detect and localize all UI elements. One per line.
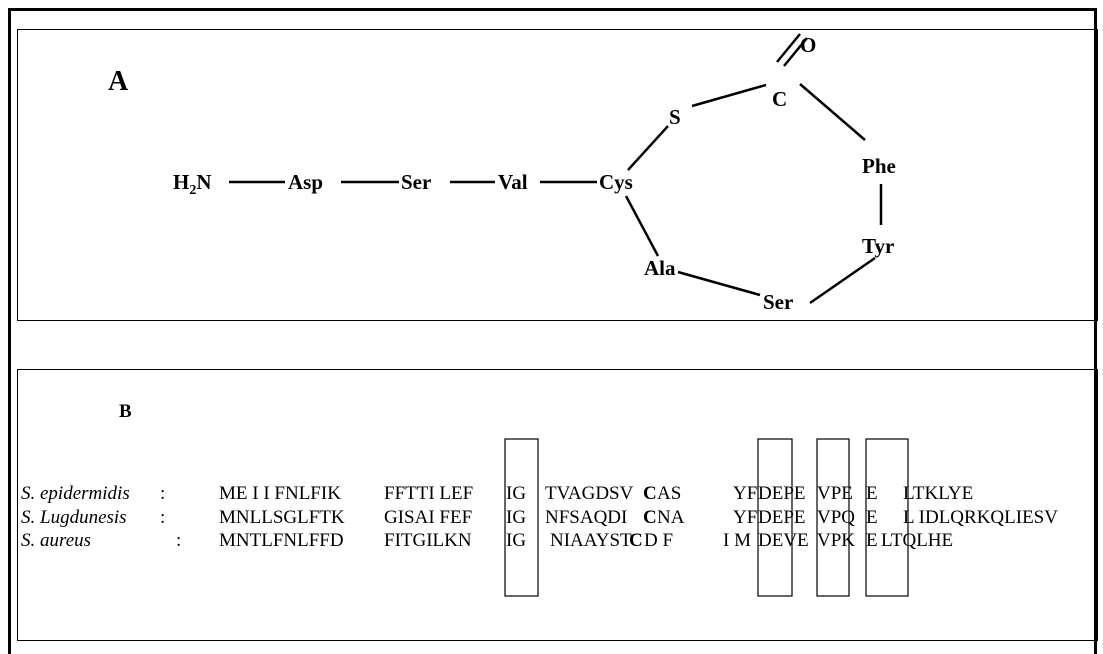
box-de	[757, 438, 793, 597]
segment: ME I I FNLFIK	[219, 483, 341, 504]
bond-c-o-1	[776, 33, 801, 63]
panel-b-frame	[17, 369, 1098, 641]
species-name: S. Lugdunesis	[21, 507, 127, 528]
segment-cys: C	[643, 483, 657, 504]
segment: D F	[644, 530, 673, 551]
segment: IG	[506, 530, 526, 551]
segment: NIAAYST	[550, 530, 632, 551]
segment: MNTLFNLFFD	[219, 530, 344, 551]
species-name: S. aureus	[21, 530, 91, 551]
segment: LTKLYE	[903, 483, 973, 504]
phe-label: Phe	[862, 154, 896, 178]
segment: VPQ	[817, 507, 855, 528]
cys-label: Cys	[599, 170, 633, 194]
segment: VPE	[817, 483, 853, 504]
bond-ser-ala	[677, 270, 761, 297]
sequence-row: S. Lugdunesis : MNLLSGLFTK GISAI FEF IG …	[21, 507, 1058, 528]
box-vp	[816, 438, 850, 597]
segment: MNLLSGLFTK	[219, 507, 345, 528]
bond-c-o-2	[783, 37, 808, 67]
segment: IG	[506, 483, 526, 504]
segment: E	[866, 530, 878, 551]
oxygen-label: O	[800, 33, 816, 57]
val-label: Val	[498, 170, 528, 194]
segment: IG	[506, 507, 526, 528]
box-e	[865, 438, 909, 597]
species-colon: :	[160, 507, 165, 528]
bond-cys-s	[627, 125, 669, 171]
segment: VPK	[817, 530, 855, 551]
bond-c-phe	[799, 83, 866, 141]
segment: DEPE	[758, 507, 806, 528]
segment: FFTTI LEF	[384, 483, 473, 504]
segment: DEVE	[758, 530, 809, 551]
segment: FITGILKN	[384, 530, 472, 551]
h2n-label: H2N	[173, 170, 212, 198]
segment: NFSAQDI	[545, 507, 627, 528]
ala-label: Ala	[644, 256, 676, 280]
segment-cys: C	[643, 507, 657, 528]
segment: YF	[733, 483, 757, 504]
segment: YF	[733, 507, 757, 528]
bond-s-c	[691, 83, 767, 108]
sequence-row: S. aureus : MNTLFNLFFD FITGILKN IG NIAAY…	[21, 530, 953, 551]
segment: AS	[657, 483, 681, 504]
carbon-label: C	[772, 87, 787, 111]
segment: I M	[723, 530, 751, 551]
segment: LTQLHE	[881, 530, 953, 551]
alignment-boxes	[504, 438, 909, 597]
segment: TVAGDSV	[545, 483, 634, 504]
panel-a-label: A	[108, 66, 129, 97]
figure-frame	[8, 8, 1097, 654]
residue-labels: H2N Asp Ser Val Cys S C O Phe Tyr Ser Al…	[173, 33, 896, 314]
segment: GISAI FEF	[384, 507, 472, 528]
segment: NA	[657, 507, 685, 528]
asp-label: Asp	[288, 170, 323, 194]
sulfur-label: S	[669, 105, 681, 129]
species-colon: :	[176, 530, 181, 551]
segment: E	[866, 507, 878, 528]
tyr-label: Tyr	[862, 234, 894, 258]
ser-label-chain: Ser	[401, 170, 431, 194]
segment-cys: C	[629, 530, 643, 551]
bond-ala-cys	[624, 195, 660, 257]
segment: L IDLQRKQLIESV	[903, 507, 1058, 528]
segment: DEPE	[758, 483, 806, 504]
segment: E	[866, 483, 878, 504]
panel-a-frame	[17, 29, 1098, 321]
sequence-alignment: S. epidermidis : ME I I FNLFIK FFTTI LEF…	[21, 483, 1058, 551]
species-name: S. epidermidis	[21, 483, 130, 504]
chain-bonds	[229, 33, 883, 305]
panel-b-label: B	[119, 401, 132, 422]
box-ig	[504, 438, 539, 597]
sequence-row: S. epidermidis : ME I I FNLFIK FFTTI LEF…	[21, 483, 973, 504]
species-colon: :	[160, 483, 165, 504]
ser-label-ring: Ser	[763, 290, 793, 314]
bond-tyr-ser	[809, 256, 876, 305]
